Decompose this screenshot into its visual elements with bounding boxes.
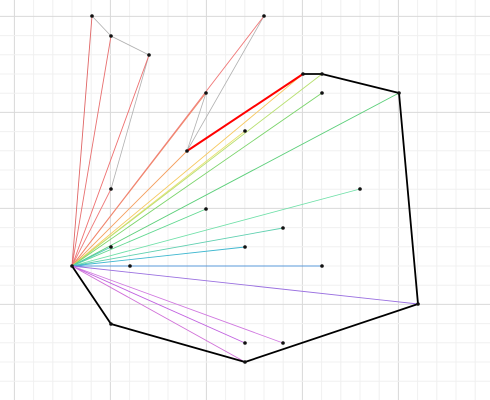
point-p9[interactable] <box>320 91 324 95</box>
sweep-line <box>71 265 419 305</box>
point-p18[interactable] <box>109 245 113 249</box>
point-p22[interactable] <box>109 322 113 326</box>
sweep-line <box>71 73 323 267</box>
point-p11[interactable] <box>243 129 247 133</box>
current-edge-group <box>186 73 304 152</box>
point-p6[interactable] <box>204 91 208 95</box>
current-edge <box>186 73 304 152</box>
point-p7[interactable] <box>301 72 305 76</box>
sweep-line <box>71 92 323 267</box>
sweep-line <box>71 265 246 363</box>
point-p8[interactable] <box>320 72 324 76</box>
sweep-line <box>71 73 304 267</box>
point-p5[interactable] <box>262 14 266 18</box>
rejected-edges <box>91 15 265 190</box>
point-p3[interactable] <box>109 34 113 38</box>
point-p21[interactable] <box>416 302 420 306</box>
point-p24[interactable] <box>281 341 285 345</box>
sweep-line <box>71 35 112 267</box>
point-p14[interactable] <box>358 187 362 191</box>
points <box>70 14 420 364</box>
sweep-line <box>71 188 112 267</box>
sweep-line <box>71 265 284 344</box>
rejected-edge <box>91 15 112 37</box>
hull-edge <box>110 323 246 363</box>
rejected-edge <box>186 92 207 152</box>
point-p4[interactable] <box>147 53 151 57</box>
point-p2[interactable] <box>90 14 94 18</box>
hull-edge <box>398 92 419 305</box>
sweep-line <box>71 188 361 267</box>
sweep-line <box>71 54 150 267</box>
hull-edges <box>71 73 419 363</box>
point-p13[interactable] <box>109 187 113 191</box>
point-p23[interactable] <box>243 341 247 345</box>
hull-edge <box>321 73 400 94</box>
rejected-edge <box>110 54 150 190</box>
sweep-line <box>71 92 207 267</box>
point-p20[interactable] <box>320 264 324 268</box>
point-p19[interactable] <box>128 264 132 268</box>
hull-edge <box>71 265 112 325</box>
point-p25[interactable] <box>243 360 247 364</box>
point-p1[interactable] <box>70 264 74 268</box>
sweep-lines <box>71 15 419 363</box>
point-p10[interactable] <box>397 91 401 95</box>
point-p15[interactable] <box>204 207 208 211</box>
sweep-line <box>71 246 112 267</box>
point-p12[interactable] <box>185 149 189 153</box>
sweep-line <box>71 208 207 267</box>
sweep-line <box>71 227 284 267</box>
sweep-line <box>71 265 246 344</box>
point-p16[interactable] <box>281 226 285 230</box>
sweep-line <box>71 150 188 267</box>
sweep-line <box>71 15 93 267</box>
rejected-edge <box>110 35 150 56</box>
hull-edge <box>244 303 419 363</box>
rejected-edge <box>186 15 265 152</box>
sweep-line <box>71 246 246 267</box>
sweep-line <box>71 92 400 267</box>
point-p17[interactable] <box>243 245 247 249</box>
